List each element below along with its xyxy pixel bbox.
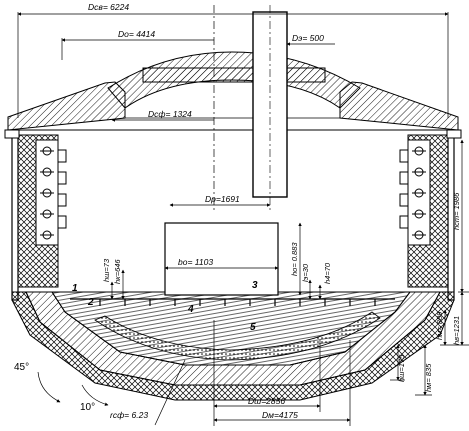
hearth — [11, 291, 455, 401]
zone-label-1: 1 — [72, 283, 78, 294]
label-angle-top: 45° — [14, 362, 29, 373]
label-d-sh: Dш=2856 — [248, 396, 285, 406]
zone-label-5: 5 — [250, 322, 256, 333]
label-b-o: bo= 1103 — [178, 257, 213, 267]
label-h-k: hк=646 — [113, 259, 122, 284]
label-d-e: Dэ= 500 — [292, 33, 324, 43]
left-pipe-icons — [40, 146, 54, 240]
right-panel-teeth — [399, 149, 409, 229]
left-shell — [11, 134, 19, 301]
right-flange — [446, 129, 462, 139]
melt-bath — [51, 291, 411, 366]
left-flange — [4, 129, 20, 139]
electrode — [252, 5, 288, 210]
label-d-m: Dм=4175 — [262, 410, 298, 420]
label-l-e: lэ=30 — [301, 263, 310, 282]
label-h-m-top: hм= 889 — [435, 311, 444, 340]
zone-labels: 1 2 3 4 5 — [72, 280, 258, 333]
label-d-o: Do= 4414 — [118, 29, 155, 39]
label-h-4: h4=70 — [323, 262, 332, 284]
dimension-lines — [17, 5, 469, 426]
zone-label-2: 2 — [87, 297, 94, 308]
electrode-collar — [142, 67, 326, 83]
label-d-p: Dp=1691 — [205, 194, 240, 204]
roof — [7, 51, 459, 131]
label-h-o: ho= 0.883 — [290, 242, 299, 276]
label-angle-bottom: 10° — [80, 402, 95, 413]
label-d-sv: Dсв= 6224 — [88, 2, 129, 12]
left-panel-teeth — [57, 149, 67, 229]
arc-zone-box — [164, 222, 279, 296]
label-h-sh2: hш=175 — [397, 354, 406, 382]
label-h-st: hст= 1986 — [452, 192, 461, 230]
label-d-sf: Dсф= 1324 — [148, 109, 192, 119]
dimension-labels: Dсв= 6224 Do= 4414 Dэ= 500 Dсф= 1324 Dp=… — [14, 2, 461, 420]
label-h-m: hм= 835 — [424, 363, 433, 392]
label-r-sf: rсф= 6.23 — [110, 410, 148, 420]
right-pipe-icons — [412, 146, 426, 240]
label-h-sh: hш=73 — [102, 258, 111, 282]
label-h-v: hв=1231 — [452, 316, 461, 345]
zone-label-4: 4 — [187, 304, 194, 315]
steel-layer — [94, 311, 381, 361]
zone-label-3: 3 — [252, 280, 258, 291]
walls — [4, 129, 462, 301]
roof-left — [7, 81, 126, 131]
